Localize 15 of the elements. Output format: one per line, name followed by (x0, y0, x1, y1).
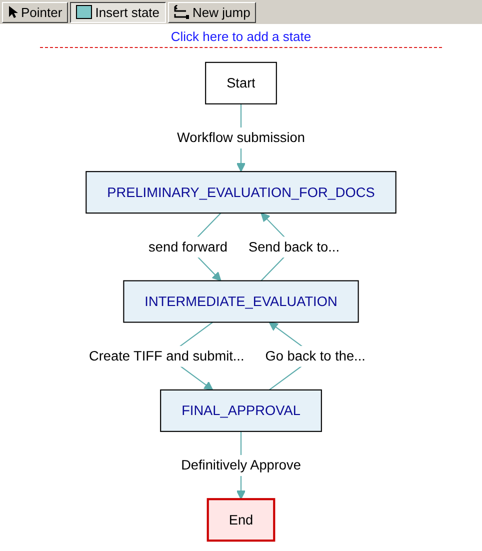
node-box: FINAL_APPROVAL (160, 389, 322, 432)
edge-label: Definitively Approve (181, 457, 301, 473)
insert-state-button: Insert state (70, 2, 166, 22)
new-jump-button: New jump (168, 2, 256, 22)
node-box: Start (205, 62, 277, 104)
node-box: INTERMEDIATE_EVALUATION (123, 280, 359, 323)
edge-label: Go back to the... (265, 348, 366, 364)
edge-label: Workflow submission (177, 130, 305, 146)
add-state-hint: Click here to add a state (170, 29, 312, 44)
edge-label: Send back to... (248, 238, 340, 255)
edge-label: Create TIFF and submit... (89, 348, 244, 364)
node-box: End (206, 498, 276, 542)
node-box: PRELIMINARY_EVALUATION_FOR_DOCS (86, 171, 396, 214)
pointer-tool-button: Pointer (2, 2, 68, 22)
edge-label: send forward (148, 238, 228, 255)
